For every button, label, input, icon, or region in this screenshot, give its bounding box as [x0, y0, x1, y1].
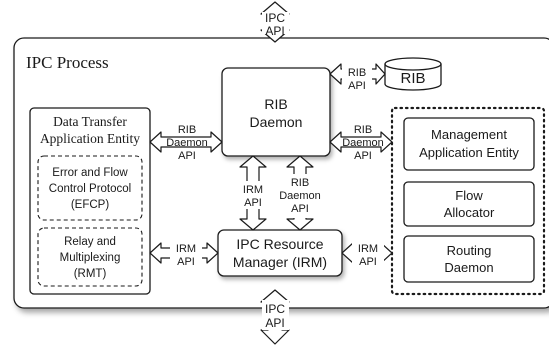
efcp-line2: Control Protocol [49, 183, 131, 195]
rib-daemon-api-vertical-line1: RIB [291, 177, 309, 189]
management-group [390, 106, 546, 296]
rib-daemon-api-right-line3: API [354, 150, 372, 162]
rib-daemon-api-vertical-line3: API [291, 203, 309, 215]
irm-api-vertical-arrow: IRM API [239, 155, 267, 231]
irm-line1: IPC Resource [236, 236, 323, 252]
rib-daemon-api-right-line2: Daemon [342, 137, 384, 149]
routing-line2: Daemon [444, 260, 493, 275]
rib-api-line2: API [348, 80, 366, 92]
irm-line2: Manager (IRM) [233, 254, 327, 270]
irm-api-left-arrow: IRM API [149, 241, 219, 268]
routing-daemon-box [403, 235, 535, 283]
rib-daemon-api-left-line1: RIB [178, 124, 196, 136]
rib-daemon-api-vertical-line2: Daemon [279, 190, 321, 202]
ipc-api-bottom-line2: API [265, 316, 284, 330]
flow-allocator-box [403, 181, 535, 227]
irm-api-vertical-line2: API [244, 197, 262, 209]
rib-api-line1: RIB [348, 67, 366, 79]
flow-allocator-line1: Flow [455, 188, 483, 203]
ipc-api-bottom-line1: IPC [265, 302, 285, 316]
mae-box [403, 117, 535, 171]
efcp-line1: Error and Flow [52, 167, 128, 179]
ipc-api-top-arrow: IPC API [260, 1, 290, 43]
routing-line1: Routing [447, 243, 492, 258]
efcp-box [37, 155, 143, 221]
rmt-line1: Relay and [64, 236, 116, 248]
rib-store-label: RIB [400, 70, 425, 87]
rib-daemon-box [221, 67, 331, 157]
irm-api-right-line2: API [359, 256, 377, 268]
irm-api-vertical-line1: IRM [243, 184, 263, 196]
flow-allocator-line2: Allocator [444, 205, 495, 220]
rmt-line2: Multiplexing [60, 252, 121, 264]
irm-api-left-line2: API [177, 256, 195, 268]
rib-daemon-line2: Daemon [250, 114, 303, 130]
dtae-title-line2: Application Entity [40, 131, 140, 146]
process-title: IPC Process [26, 53, 109, 72]
rib-daemon-api-right-arrow: RIB Daemon API [329, 124, 393, 162]
mae-line1: Management [431, 127, 507, 142]
irm-api-right-line1: IRM [358, 243, 378, 255]
rib-daemon-api-left-arrow: RIB Daemon API [149, 124, 223, 162]
rmt-box [37, 227, 143, 287]
rib-daemon-api-vertical-arrow: RIB Daemon API [279, 155, 321, 231]
rib-daemon-api-left-line3: API [178, 150, 196, 162]
rib-daemon-api-right-line1: RIB [354, 124, 372, 136]
irm-api-right-arrow: IRM API [341, 241, 393, 268]
rib-api-arrow: RIB API [329, 63, 386, 92]
dtae-title-line1: Data Transfer [53, 114, 127, 129]
ipc-api-top-line1: IPC [265, 11, 285, 25]
rib-store: RIB [384, 57, 442, 91]
rmt-line3: (RMT) [74, 268, 107, 280]
ipc-api-bottom-arrow: IPC API [260, 289, 290, 345]
irm-api-left-line1: IRM [176, 243, 196, 255]
efcp-line3: (EFCP) [71, 199, 110, 211]
rib-daemon-line1: RIB [264, 96, 287, 112]
ipc-api-top-line2: API [265, 24, 284, 38]
mae-line2: Application Entity [419, 145, 519, 160]
rib-daemon-api-left-line2: Daemon [166, 137, 208, 149]
